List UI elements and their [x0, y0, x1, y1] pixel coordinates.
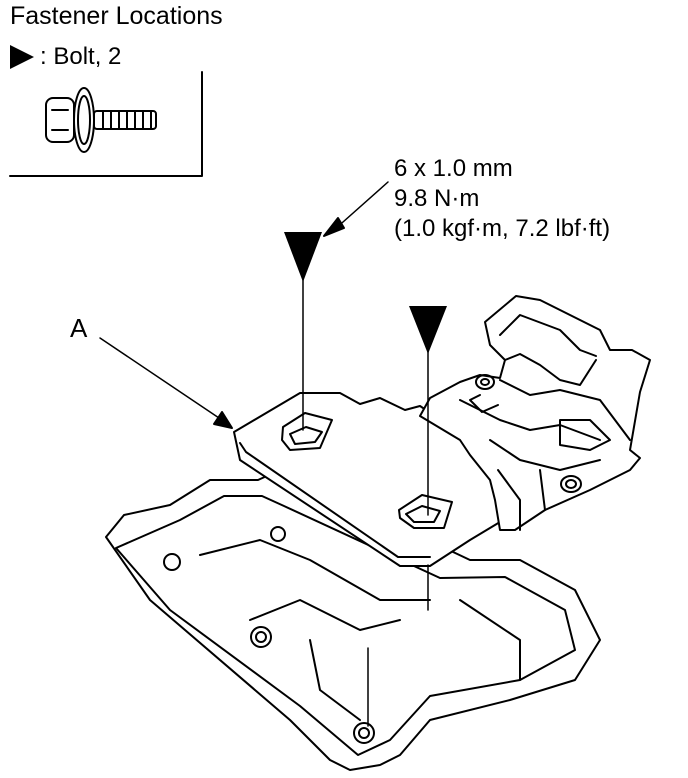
floor-panel-outline: [105, 469, 601, 771]
callout-a-arrowhead: [213, 411, 233, 429]
spec-line-size: 6 x 1.0 mm: [394, 155, 513, 182]
diagram-title: Fastener Locations: [10, 2, 223, 30]
bolt-icon: [45, 87, 157, 153]
bolt-marker-2: [409, 306, 447, 354]
hook-assembly: [419, 295, 651, 531]
spec-leader-line: [333, 181, 389, 231]
callout-a-leader-line: [99, 337, 223, 421]
legend-frame: [9, 71, 203, 177]
bolt-marker-1: [284, 232, 322, 282]
spec-line-torque: 9.8 N·m: [394, 185, 480, 212]
bolt-symbol-icon: [10, 45, 34, 69]
torque-spec: 6 x 1.0 mm 9.8 N·m (1.0 kgf·m, 7.2 lbf·f…: [394, 154, 610, 244]
spec-line-torque-alt: (1.0 kgf·m, 7.2 lbf·ft): [394, 215, 611, 242]
legend-row: : Bolt, 2: [8, 42, 121, 72]
spec-leader-arrowhead: [323, 217, 345, 237]
callout-label-a: A: [70, 313, 88, 343]
legend-label: : Bolt, 2: [40, 43, 122, 70]
